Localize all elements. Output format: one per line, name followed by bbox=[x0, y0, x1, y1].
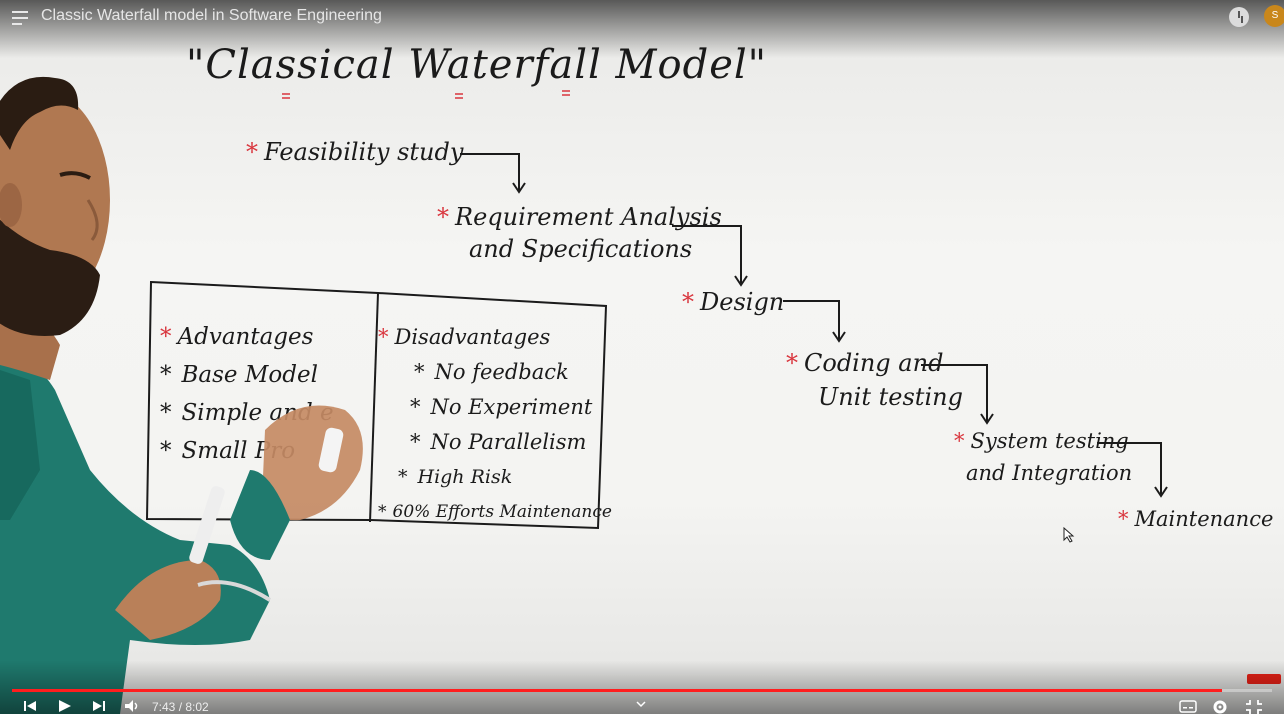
star-bullet-icon: * bbox=[786, 349, 798, 377]
step-label: Maintenance bbox=[1134, 507, 1274, 531]
clock-icon[interactable] bbox=[1229, 7, 1249, 27]
progress-bar-fill bbox=[12, 689, 1222, 692]
step-label: Requirement Analysis bbox=[455, 203, 722, 231]
star-bullet-icon: * bbox=[682, 288, 694, 316]
star-bullet-icon: * bbox=[1118, 507, 1129, 531]
disadvantage-item: *No feedback bbox=[414, 360, 569, 384]
star-bullet-icon: * bbox=[437, 203, 449, 231]
step-label: Feasibility study bbox=[264, 138, 464, 166]
step-maintenance: *Maintenance bbox=[1118, 507, 1273, 531]
presenter-image bbox=[0, 76, 363, 714]
star-bullet-icon: * bbox=[246, 138, 258, 166]
star-bullet-icon: * bbox=[954, 429, 965, 453]
step-label: System testing bbox=[970, 429, 1129, 453]
advantage-item: *Base Model bbox=[160, 362, 318, 388]
step-label-line2: and Integration bbox=[966, 461, 1133, 485]
step-label-line2: Unit testing bbox=[818, 383, 963, 411]
captions-icon[interactable] bbox=[1179, 698, 1197, 714]
step-design: *Design bbox=[682, 288, 784, 316]
video-title[interactable]: Classic Waterfall model in Software Engi… bbox=[41, 7, 382, 24]
disadvantages-list: *Disadvantages *No feedback *No Experime… bbox=[378, 320, 612, 530]
menu-icon[interactable] bbox=[12, 10, 30, 26]
gear-icon[interactable] bbox=[1211, 698, 1229, 714]
star-bullet-icon: * bbox=[378, 325, 389, 349]
progress-bar[interactable] bbox=[12, 689, 1272, 692]
time-display: 7:43 / 8:02 bbox=[152, 700, 209, 714]
mouse-cursor-icon bbox=[1063, 527, 1075, 543]
play-icon[interactable] bbox=[56, 698, 74, 714]
volume-icon[interactable] bbox=[124, 698, 142, 714]
step-feasibility-study: *Feasibility study bbox=[246, 138, 463, 166]
player-top-bar bbox=[0, 0, 1284, 58]
subscribe-watermark-icon[interactable] bbox=[1247, 674, 1281, 684]
chevron-down-icon[interactable] bbox=[636, 700, 646, 708]
step-coding-unit-testing: *Coding and Unit testing bbox=[786, 346, 963, 414]
step-system-testing: *System testing and Integration bbox=[954, 425, 1132, 489]
step-requirement-analysis: *Requirement Analysis and Specifications bbox=[437, 201, 722, 265]
disadvantage-item: *High Risk bbox=[398, 466, 513, 488]
disadvantage-item: *60% Efforts Maintenance bbox=[378, 502, 612, 522]
disadvantage-item: *No Parallelism bbox=[410, 430, 587, 454]
advantages-heading: *Advantages bbox=[160, 324, 314, 350]
step-label: Coding and bbox=[804, 349, 944, 377]
avatar-icon[interactable]: S bbox=[1264, 5, 1284, 27]
disadvantages-heading: *Disadvantages bbox=[378, 325, 551, 349]
step-label-line2: and Specifications bbox=[469, 235, 693, 263]
exit-fullscreen-icon[interactable] bbox=[1245, 698, 1263, 714]
step-label: Design bbox=[700, 288, 785, 316]
disadvantage-item: *No Experiment bbox=[410, 395, 593, 419]
previous-icon[interactable] bbox=[22, 698, 40, 714]
next-icon[interactable] bbox=[91, 698, 109, 714]
star-bullet-icon: * bbox=[160, 324, 172, 350]
